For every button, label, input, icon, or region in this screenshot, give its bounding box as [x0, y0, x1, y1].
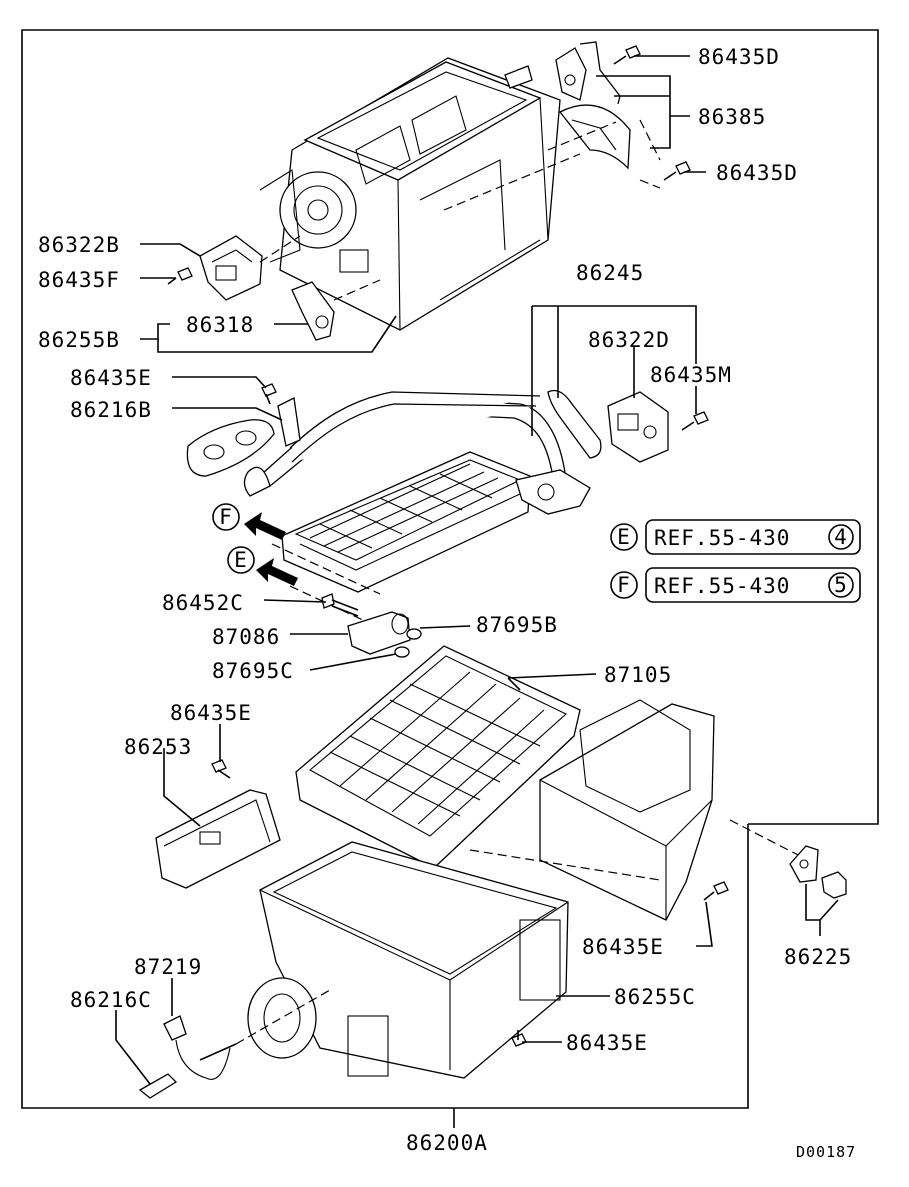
bolt-86225-part	[821, 871, 847, 899]
arrow-F	[244, 512, 286, 540]
label-86225: 86225	[784, 945, 852, 969]
marker-F-letter: F	[219, 505, 233, 529]
label-86435E-d: 86435E	[566, 1031, 648, 1055]
screw-86435M	[681, 411, 709, 431]
actuator-link-part	[555, 41, 631, 170]
arrow-E	[256, 558, 298, 586]
marker-F: F	[212, 503, 240, 531]
valve-87086-part	[347, 611, 411, 655]
label-86245: 86245	[576, 261, 644, 285]
label-86435D-bot: 86435D	[716, 161, 798, 185]
label-87086: 87086	[212, 625, 280, 649]
screw-86435E-b	[211, 759, 231, 779]
assembly-frame	[21, 29, 879, 1109]
ref-F-num: 5	[834, 573, 848, 597]
marker-E-letter: E	[234, 548, 248, 572]
label-87105: 87105	[604, 663, 672, 687]
label-86435E-c: 86435E	[582, 935, 664, 959]
bracket-86216B	[277, 397, 301, 447]
actuator-86322D-part	[607, 391, 669, 463]
heater-core-part	[243, 391, 591, 593]
diagram-id: D00187	[796, 1143, 856, 1161]
evaporator-87105-part	[295, 645, 581, 869]
part-labels: 86435D 86385 86435D 86322B 86435F 86318 …	[38, 45, 852, 1155]
label-86322B: 86322B	[38, 233, 120, 257]
label-86385: 86385	[698, 105, 766, 129]
bracket-86253-part	[155, 789, 281, 889]
label-86435F: 86435F	[38, 268, 120, 292]
sensor-87219-part	[163, 1015, 237, 1080]
label-86216B: 86216B	[70, 398, 152, 422]
screw-86435F	[167, 267, 193, 285]
label-86435D-top: 86435D	[698, 45, 780, 69]
oring-87695B	[406, 628, 422, 640]
heater-case-part	[259, 57, 561, 331]
sensor-86318-part	[291, 281, 335, 341]
label-86255C: 86255C	[614, 985, 696, 1009]
screw-86435D-top	[613, 45, 641, 65]
ref-E-num: 4	[834, 525, 848, 549]
link-86245-part	[547, 389, 602, 459]
actuator-86322B-part	[199, 235, 263, 301]
ref-E-letter: E	[617, 525, 631, 549]
label-86255B: 86255B	[38, 328, 120, 352]
ref-E-text: REF.55-430	[654, 526, 790, 550]
ref-F-text: REF.55-430	[654, 574, 790, 598]
screw-86435E-c	[703, 881, 729, 901]
oring-87695C	[394, 646, 410, 658]
label-87219: 87219	[134, 955, 202, 979]
leader-lines	[115, 55, 839, 1128]
lower-case-part	[247, 841, 569, 1079]
label-86253: 86253	[124, 735, 192, 759]
ref-F: F REF.55-430 5	[610, 567, 861, 603]
ref-E: E REF.55-430 4	[610, 519, 861, 555]
screw-86435D-bot	[663, 161, 691, 181]
label-86435E-a: 86435E	[70, 366, 152, 390]
label-86435E-b: 86435E	[170, 701, 252, 725]
label-87695B: 87695B	[476, 613, 558, 637]
label-86200A: 86200A	[406, 1131, 488, 1155]
label-86216C: 86216C	[70, 988, 152, 1012]
label-86435M: 86435M	[650, 363, 732, 387]
label-86322D: 86322D	[588, 328, 670, 352]
side-case-part	[539, 699, 715, 921]
label-87695C: 87695C	[212, 659, 294, 683]
marker-E: E	[227, 546, 255, 574]
clamp-86216B-part	[186, 419, 275, 477]
label-86318: 86318	[186, 313, 254, 337]
plate-86225-part	[789, 845, 819, 883]
label-86452C: 86452C	[162, 591, 244, 615]
clip-86216C-part	[138, 1073, 178, 1099]
bolt-86452C-part	[321, 593, 359, 617]
ref-F-letter: F	[617, 573, 631, 597]
